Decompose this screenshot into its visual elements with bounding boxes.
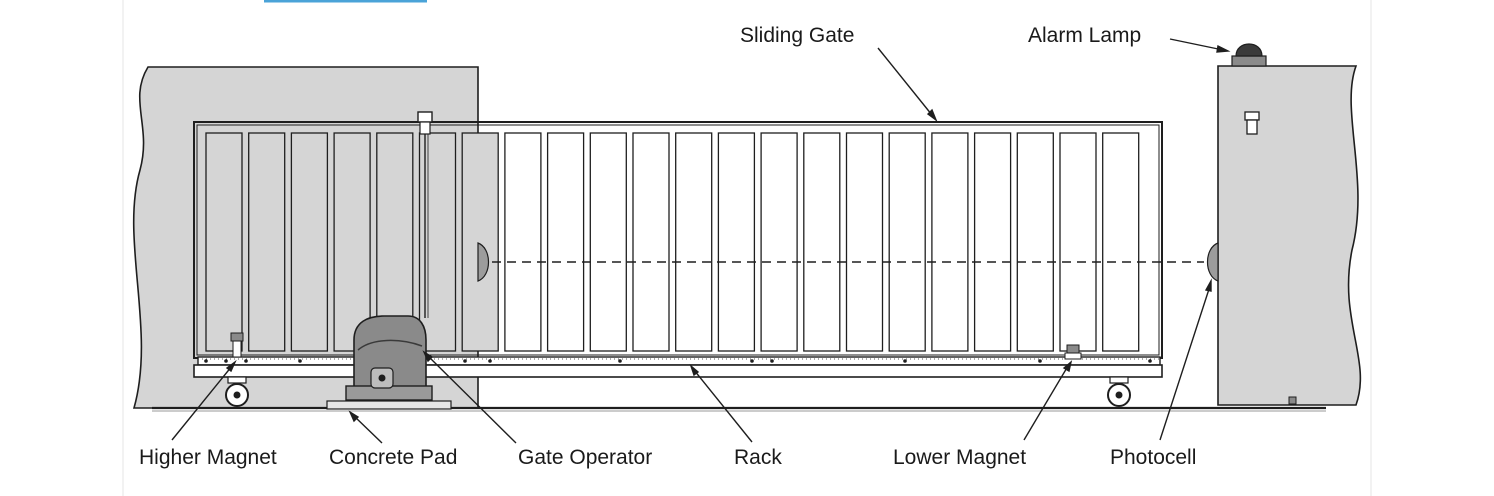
gate-panel xyxy=(632,132,670,352)
label-alarm-lamp: Alarm Lamp xyxy=(1028,24,1141,47)
right-wall xyxy=(1217,65,1362,406)
rack-bolt xyxy=(488,359,492,363)
gate-panel xyxy=(290,132,329,352)
label-photocell: Photocell xyxy=(1110,446,1196,469)
gate-panel xyxy=(760,132,798,352)
gate-panel xyxy=(888,132,926,352)
rack-bolt xyxy=(1148,359,1152,363)
higher-magnet-device xyxy=(230,332,244,358)
gate-panel xyxy=(333,132,371,352)
post-cap xyxy=(417,111,433,123)
gate-panel xyxy=(205,132,243,352)
gate-bottom-rail xyxy=(193,364,1163,378)
label-higher-magnet: Higher Magnet xyxy=(139,446,277,469)
gate-panel xyxy=(973,132,1012,352)
gate-panel xyxy=(461,132,499,352)
rack-bolt xyxy=(770,359,774,363)
gate-frame-inner xyxy=(196,124,1160,356)
label-lower-magnet: Lower Magnet xyxy=(893,446,1026,469)
gate-panel xyxy=(248,132,286,352)
gate-operator-device xyxy=(345,315,433,401)
post-cap-base xyxy=(419,121,431,135)
rack-bolt xyxy=(298,359,302,363)
gate-panel xyxy=(1059,132,1097,352)
lower-magnet-device xyxy=(1064,344,1082,360)
gate-panel xyxy=(931,132,969,352)
rack-bolt xyxy=(1038,359,1042,363)
gate-panel xyxy=(504,132,542,352)
rack-bolt xyxy=(204,359,208,363)
rack-bolt xyxy=(244,359,248,363)
rack xyxy=(197,356,1161,366)
label-gate-operator: Gate Operator xyxy=(518,446,652,469)
gate-panel xyxy=(1016,132,1054,352)
gate-panel xyxy=(845,132,884,352)
pillar-base-plug xyxy=(1288,396,1297,405)
label-rack: Rack xyxy=(734,446,782,469)
gate-panel xyxy=(589,132,627,352)
rack-bolt xyxy=(224,359,228,363)
concrete-pad xyxy=(326,400,452,410)
right-wheel xyxy=(1107,376,1131,407)
photocell-right xyxy=(1206,242,1219,282)
gate-panels xyxy=(205,132,1140,352)
alarm-lamp-device xyxy=(1231,43,1267,67)
rack-bolt xyxy=(463,359,467,363)
gate-panel xyxy=(546,132,585,352)
gate-panel xyxy=(1102,132,1140,352)
gate-panel xyxy=(675,132,713,352)
rack-bolt xyxy=(750,359,754,363)
label-sliding-gate: Sliding Gate xyxy=(740,24,854,47)
rack-bolt xyxy=(618,359,622,363)
gate-panel xyxy=(803,132,841,352)
rack-bolts xyxy=(204,359,1152,363)
gate-panel xyxy=(376,132,414,352)
left-wheel xyxy=(225,376,249,407)
rack-bolt xyxy=(903,359,907,363)
leader-lines xyxy=(171,38,1231,444)
gate-panel xyxy=(717,132,756,352)
label-concrete-pad: Concrete Pad xyxy=(329,446,457,469)
photocell-left xyxy=(477,242,490,282)
pillar-sensor-box xyxy=(1244,111,1260,135)
